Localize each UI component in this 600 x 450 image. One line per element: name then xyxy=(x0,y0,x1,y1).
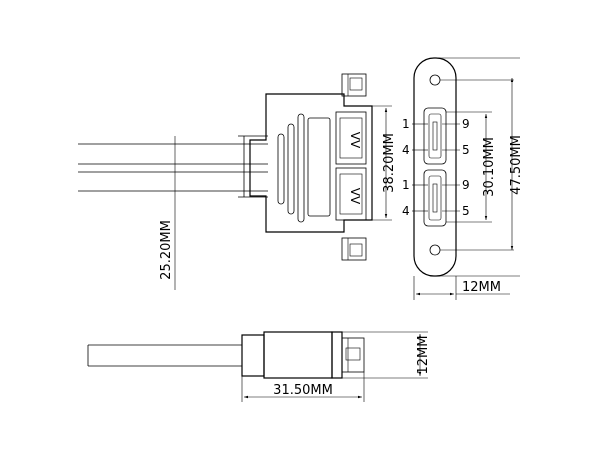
dim-label-cable-offset: 25.20MM xyxy=(159,220,174,280)
dim-side-height: 12MM xyxy=(342,331,431,379)
dim-label-panel-height: 38.20MM xyxy=(382,133,397,193)
pin-label: 4 xyxy=(402,143,410,157)
dim-flange-height: 47.50MM xyxy=(435,57,524,277)
dim-panel-height: 38.20MM xyxy=(372,105,397,221)
svg-text:VV: VV xyxy=(348,132,362,149)
mounting-flange xyxy=(413,57,457,277)
usb-port-upper-front xyxy=(412,107,460,165)
housing-recess xyxy=(307,117,331,217)
pin-label: 1 xyxy=(402,178,410,192)
side-view: 12MM 31.50MM xyxy=(87,331,431,402)
side-body xyxy=(263,331,333,379)
dim-label-flange-height: 47.50MM xyxy=(509,135,524,195)
pin-label: 4 xyxy=(402,204,410,218)
dim-cable-offset: 25.20MM xyxy=(159,136,176,290)
svg-text:VV: VV xyxy=(348,188,362,205)
usb-port-lower-front xyxy=(412,169,460,227)
dim-label-flange-width: 12MM xyxy=(462,280,501,295)
screw-boss-bottom xyxy=(341,237,367,261)
dim-label-side-height: 12MM xyxy=(416,336,431,375)
pin-label: 9 xyxy=(462,178,470,192)
cable-bundle xyxy=(78,135,268,198)
pin-label: 5 xyxy=(462,143,470,157)
top-view: VV VV 38.20MM 25.20MM xyxy=(78,73,397,290)
dim-label-side-length: 31.50MM xyxy=(273,383,333,398)
usb-port-lower-side: VV xyxy=(335,167,367,221)
dim-flange-width: 12MM xyxy=(413,276,510,300)
side-port xyxy=(341,337,365,373)
mounting-hole-top xyxy=(429,74,441,86)
dim-port-pitch: 30.10MM xyxy=(446,111,497,223)
mounting-hole-bottom xyxy=(429,244,441,256)
side-strain-relief xyxy=(241,334,265,377)
dim-side-length: 31.50MM xyxy=(241,372,365,402)
pin-label: 1 xyxy=(402,117,410,131)
side-cable xyxy=(87,344,242,367)
pin-label: 5 xyxy=(462,204,470,218)
dim-label-port-pitch: 30.10MM xyxy=(482,137,497,197)
front-view: 1 9 4 5 1 9 4 5 30.10MM 47.50MM xyxy=(402,57,524,300)
connector-housing xyxy=(249,93,373,233)
screw-boss-top xyxy=(341,73,367,97)
usb-port-upper-side: VV xyxy=(335,111,367,165)
side-flange xyxy=(331,331,343,379)
grip-ridges xyxy=(277,113,305,223)
pin-label: 9 xyxy=(462,117,470,131)
